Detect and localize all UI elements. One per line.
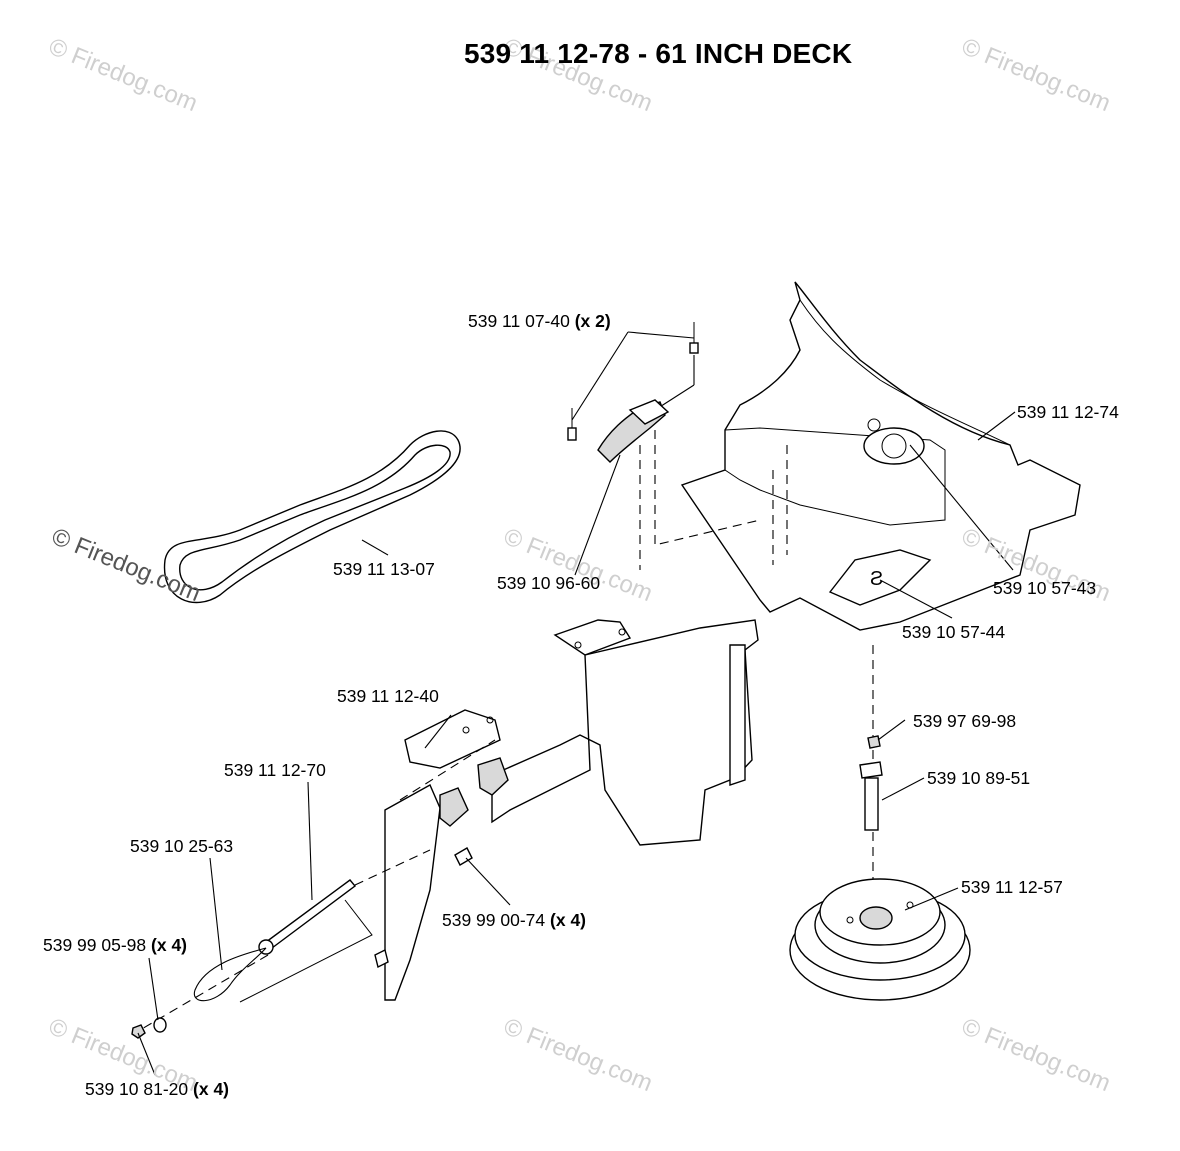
part-label: 539 10 25-63	[130, 836, 234, 856]
part-label: 539 11 13-07	[333, 559, 435, 579]
part-label: 539 99 00-74 (x 4)	[442, 910, 587, 930]
part-label: 539 97 69-98	[913, 711, 1017, 731]
part-label: 539 11 07-40 (x 2)	[468, 311, 611, 331]
part-label: 539 11 12-40	[337, 686, 439, 706]
deck-cover-drawing: Ƨ	[680, 281, 1081, 631]
svg-text:Ƨ: Ƨ	[870, 568, 883, 590]
grease-fitting-drawing	[867, 735, 881, 749]
part-label: 539 11 12-74	[1017, 402, 1119, 422]
part-label: 539 99 05-98 (x 4)	[43, 935, 188, 955]
belt-drawing	[163, 430, 461, 604]
rod-drawing	[258, 879, 357, 955]
part-label: 539 10 96-60	[497, 573, 601, 593]
part-label: 539 10 89-51	[927, 768, 1031, 788]
hairpin-drawing	[193, 947, 267, 1002]
diagram-title: 539 11 12-78 - 61 INCH DECK	[464, 38, 853, 69]
part-label: 539 11 12-70	[224, 760, 326, 780]
spindle-bolt-drawing	[859, 761, 883, 831]
bracket-drawing	[597, 399, 670, 463]
part-label: 539 10 57-44	[902, 622, 1006, 642]
pulley-drawing	[789, 878, 971, 1001]
part-label: 539 11 12-57	[961, 877, 1063, 897]
bolt-drawing-2	[374, 948, 389, 969]
nut-drawing	[131, 1024, 146, 1039]
part-label: 539 10 57-43	[993, 578, 1097, 598]
part-label: 539 10 81-20 (x 4)	[85, 1079, 230, 1099]
bolt-drawing	[454, 847, 473, 866]
leader-lines	[137, 331, 1016, 1076]
washer-drawing	[153, 1017, 167, 1033]
chute-drawing	[384, 619, 759, 1001]
